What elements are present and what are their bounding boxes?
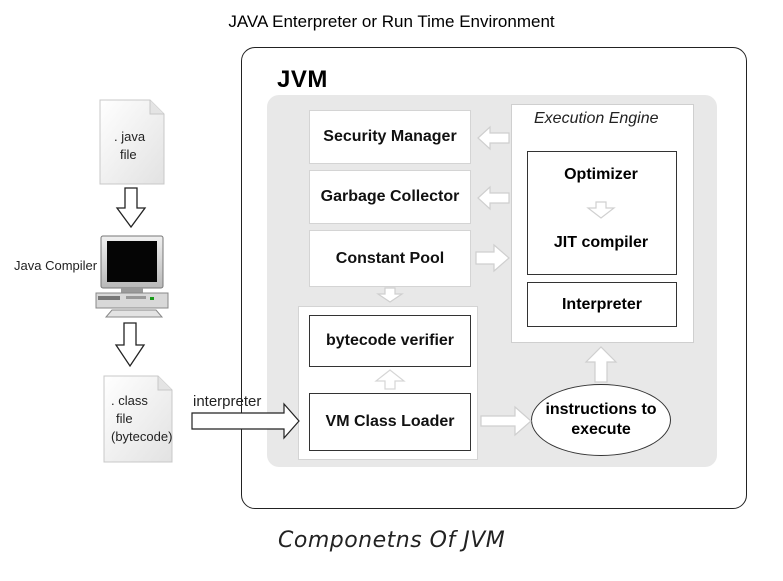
arrow-loader-to-instructions [480, 405, 532, 437]
constant-pool-box: Constant Pool [309, 230, 471, 287]
diagram-title: JAVA Enterpreter or Run Time Environment [228, 12, 555, 31]
security-manager-label: Security Manager [323, 128, 457, 145]
class-file-label-line2: file [116, 411, 133, 426]
instructions-ellipse: instructions to execute [531, 384, 671, 456]
java-file-document-icon [99, 99, 165, 185]
class-file-label-line3: (bytecode) [111, 429, 173, 444]
arrow-compiler-to-class [114, 322, 146, 368]
java-file-label-line1: . java [114, 129, 146, 144]
class-file-document-icon [103, 375, 173, 463]
arrow-constant-pool-down [376, 287, 404, 303]
instructions-label: instructions to execute [545, 401, 657, 438]
bytecode-verifier-box: bytecode verifier [309, 315, 471, 367]
interpreter-arrow-label: interpreter [193, 393, 262, 410]
arrow-class-to-loader [191, 402, 300, 440]
java-compiler-label: Java Compiler [14, 258, 98, 273]
diagram-caption: Componetns Of JVM [278, 528, 506, 553]
interpreter-box: Interpreter [527, 282, 677, 327]
jvm-label: JVM [277, 66, 328, 93]
vm-class-loader-box: VM Class Loader [309, 393, 471, 451]
optimizer-label: Optimizer [564, 166, 638, 183]
constant-pool-label: Constant Pool [335, 249, 445, 267]
computer-icon [95, 235, 169, 318]
arrow-constant-pool-to-engine [475, 243, 510, 273]
garbage-collector-label: Garbage Collector [320, 188, 460, 205]
java-file-label-line2: file [120, 147, 137, 162]
interpreter-label: Interpreter [561, 295, 643, 313]
bytecode-verifier-label: bytecode verifier [325, 332, 455, 349]
arrow-loader-to-verifier [374, 369, 406, 390]
vm-class-loader-label: VM Class Loader [325, 413, 455, 430]
arrow-engine-to-security [477, 125, 510, 151]
jit-compiler-label: JIT compiler [553, 234, 649, 251]
arrow-optimizer-to-jit [586, 201, 616, 219]
security-manager-box: Security Manager [309, 110, 471, 164]
execution-engine-label: Execution Engine [534, 110, 659, 127]
arrow-java-to-compiler [115, 187, 147, 229]
arrow-engine-to-gc [477, 185, 510, 211]
arrow-instructions-to-interpreter [584, 346, 618, 383]
garbage-collector-box: Garbage Collector [309, 170, 471, 224]
class-file-label-line1: . class [111, 393, 148, 408]
